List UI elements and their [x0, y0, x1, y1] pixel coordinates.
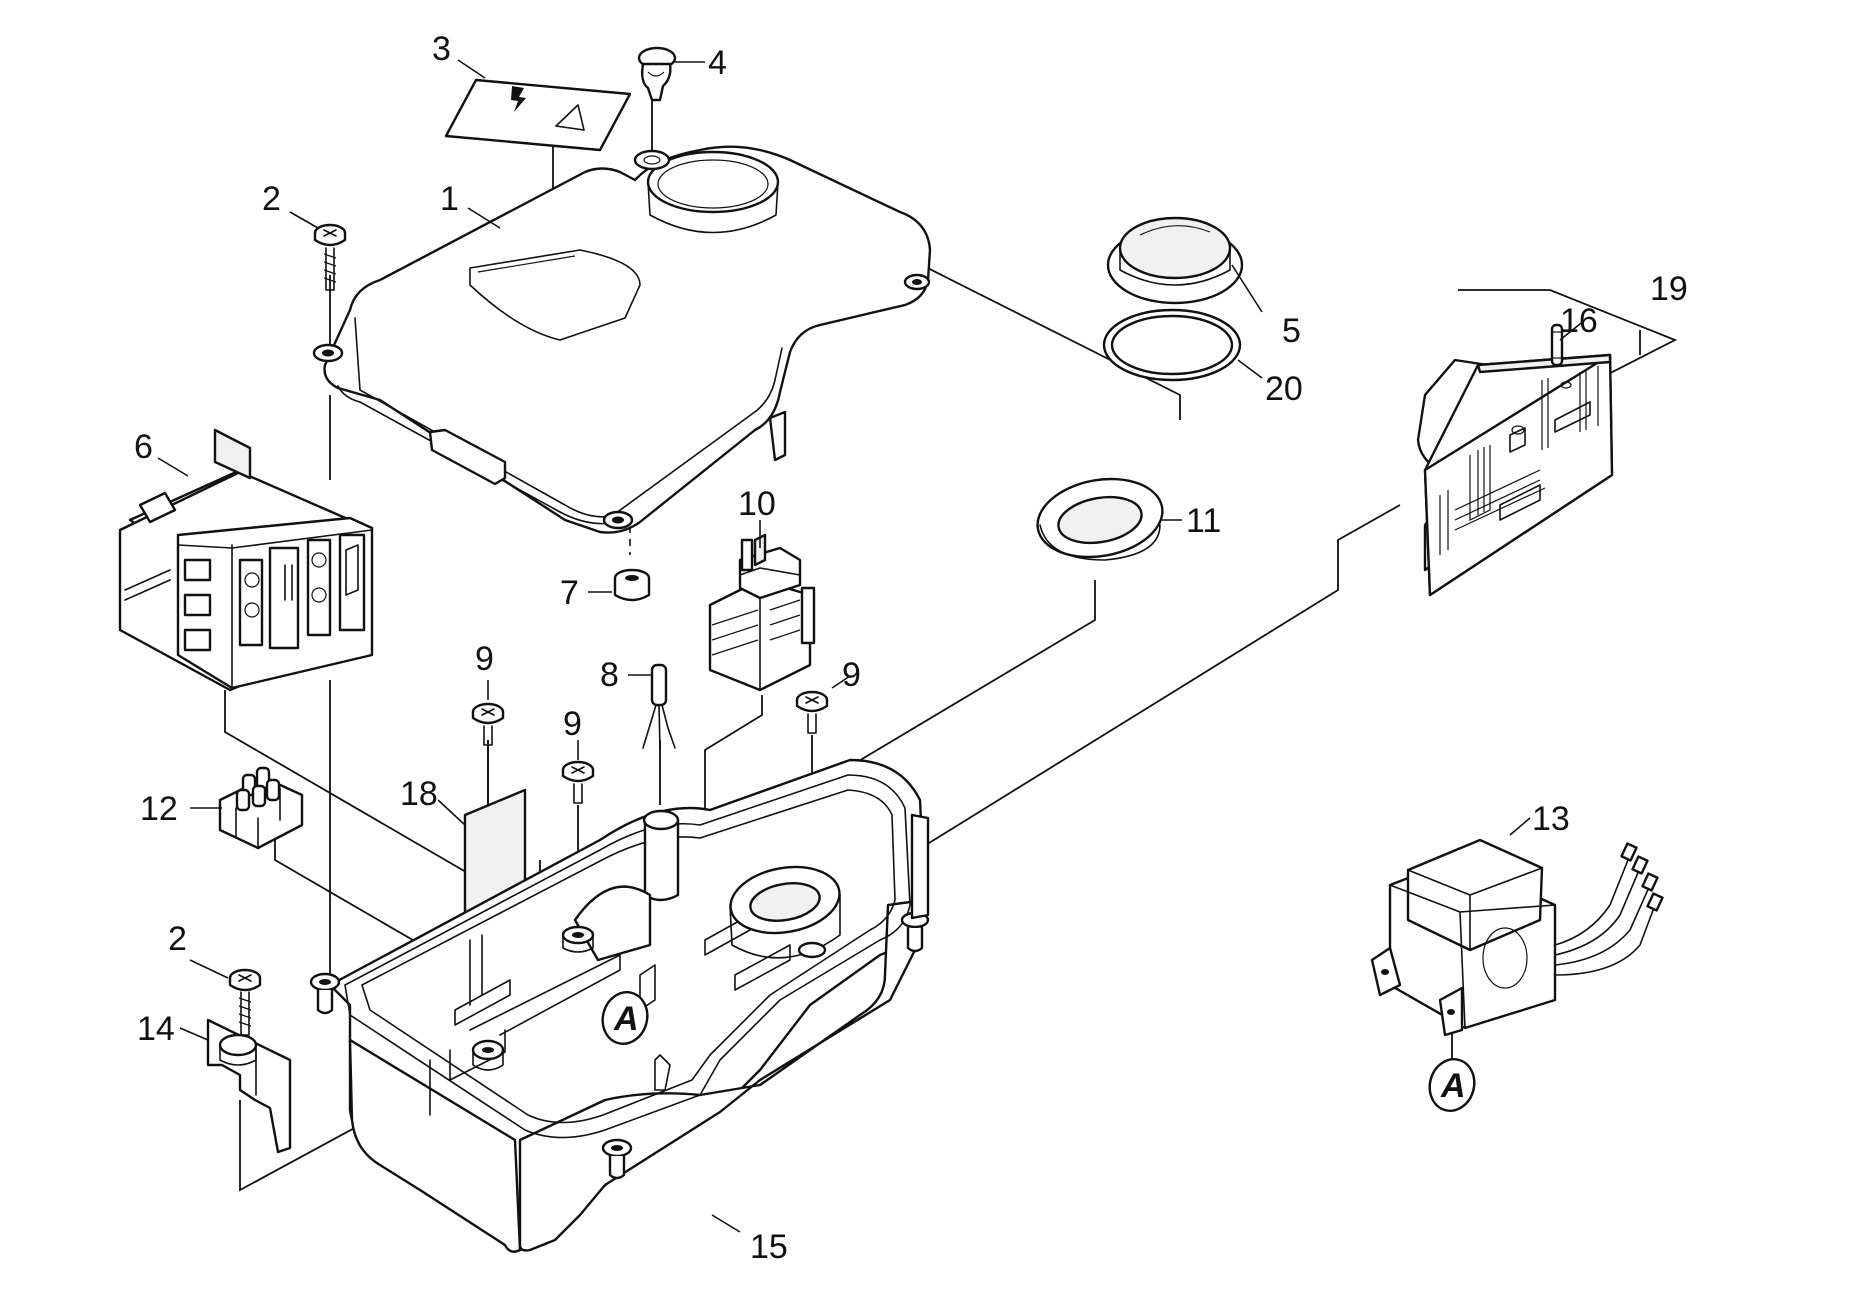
reference-marker-a: A [601, 991, 649, 1045]
callout-2: 2 [262, 180, 281, 218]
sensor-part [642, 663, 676, 751]
callout-4: 4 [708, 44, 727, 82]
callout-7: 7 [560, 574, 579, 612]
callout-3: 3 [432, 30, 451, 68]
nut-part [613, 568, 651, 602]
callout-leaders [157, 59, 1586, 1233]
callout-18: 18 [400, 775, 438, 813]
callout-5: 5 [1282, 312, 1301, 350]
callout-6: 6 [134, 428, 153, 466]
screw-part [561, 760, 595, 804]
callout-15: 15 [750, 1228, 788, 1266]
transformer-part [1370, 838, 1664, 1037]
callout-9: 9 [563, 705, 582, 743]
reference-marker-a: A [1428, 1058, 1476, 1112]
callout-12: 12 [140, 790, 178, 828]
grommet-part [1036, 477, 1164, 561]
seal-ring-part [1102, 308, 1242, 382]
warning-label [444, 78, 632, 152]
screw-part [471, 702, 505, 746]
callout-13: 13 [1532, 800, 1570, 838]
callout-11: 11 [1186, 502, 1221, 540]
callout-2: 2 [168, 920, 187, 958]
screw-part [313, 223, 347, 291]
switch-part [708, 533, 816, 692]
terminal-block-part [218, 766, 304, 850]
marker-a-housing: A [613, 1000, 639, 1038]
window-part [1106, 216, 1244, 305]
callout-14: 14 [137, 1010, 175, 1048]
warning-triangle-icon [555, 104, 585, 131]
callout-1: 1 [440, 180, 459, 218]
lightning-bolt-icon [511, 86, 526, 112]
screw-part [795, 690, 829, 734]
callout-8: 8 [600, 656, 619, 694]
screw-part [228, 968, 262, 1036]
callout-9: 9 [475, 640, 494, 678]
cover-part [312, 145, 932, 534]
callout-19: 19 [1650, 270, 1688, 308]
circuit-board-part [1416, 353, 1614, 597]
clamp-part [206, 1018, 292, 1154]
callout-16: 16 [1560, 302, 1598, 340]
cap-part [637, 46, 677, 102]
callout-numbers: 1 2 2 3 4 5 6 7 8 9 9 9 10 11 12 13 14 1… [134, 30, 1688, 1266]
marker-a-transformer: A [1440, 1067, 1466, 1105]
callout-9: 9 [842, 656, 861, 694]
contactor-part [118, 428, 374, 692]
fuse-part [1550, 323, 1564, 367]
callout-20: 20 [1265, 370, 1303, 408]
callout-10: 10 [738, 485, 776, 523]
